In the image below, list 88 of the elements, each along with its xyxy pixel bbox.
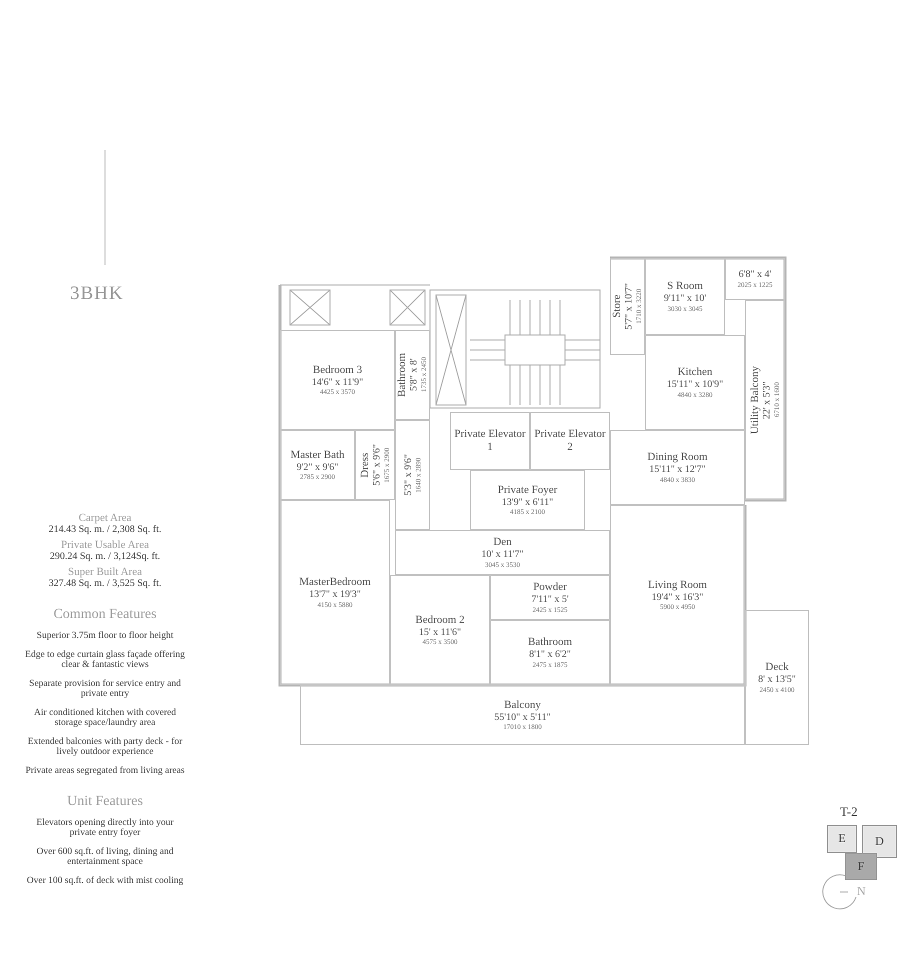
feature-text: Private areas segregated from living areas <box>24 766 186 776</box>
feature-text: Elevators opening directly into your private entry foyer <box>35 818 175 838</box>
room-dimension: 5'3" x 9'6" <box>402 454 414 496</box>
room-area <box>530 412 610 470</box>
block-letter: E <box>838 832 846 846</box>
room-area <box>450 412 530 470</box>
room-dimension: 7'11" x 5' <box>531 594 569 606</box>
room-name: Utility Balcony <box>748 366 762 434</box>
feature-text: Over 600 sq.ft. of living, dining and entertainment space <box>36 847 174 867</box>
room-dimension: 19'4" x 16'3" <box>652 592 704 604</box>
room-name: Kitchen <box>678 366 712 380</box>
area-label: Super Built Area <box>67 566 143 578</box>
area-value: 290.24 Sq. m. / 3,124Sq. ft. <box>48 551 162 562</box>
section-heading: Unit Features <box>66 794 144 810</box>
room-name: Living Room <box>648 578 707 592</box>
room-area <box>645 335 745 430</box>
room-dimension: 13'7" x 19'3" <box>309 589 361 601</box>
feature-text: Edge to edge curtain glass façade offering clear & fantastic views <box>24 650 186 670</box>
room-name: Powder <box>533 581 567 594</box>
room-name: Balcony <box>504 698 541 712</box>
room-name: Private Foyer <box>498 484 558 497</box>
section-heading: Common Features <box>52 607 158 623</box>
room-area <box>490 620 610 685</box>
room-name: Deck <box>765 661 789 674</box>
room-dimension: 15'11" x 12'7" <box>649 464 706 476</box>
room-area <box>395 530 610 575</box>
room-dimension: 15'11" x 10'9" <box>666 379 724 391</box>
key-plan-block <box>862 825 897 858</box>
north-label: N <box>857 884 866 899</box>
feature-text: Over 100 sq.ft. of deck with mist cooling <box>26 876 184 886</box>
room-dimension: 5'8" x 8' <box>409 358 421 392</box>
room-area <box>645 258 725 335</box>
room-dimension: 22' x 5'3" <box>762 381 774 419</box>
room-name: Bathroom <box>528 636 572 650</box>
room-area <box>725 258 785 300</box>
room-area <box>280 430 355 500</box>
room-dimension: 14'6" x 11'9" <box>312 376 364 388</box>
feature-text: Separate provision for service entry and private entry <box>28 679 182 699</box>
room-name: Store <box>611 294 624 318</box>
room-dimension: 10' x 11'7" <box>481 549 524 561</box>
room-area <box>610 258 645 355</box>
room-name: Dress <box>358 452 372 478</box>
room-area <box>610 430 745 505</box>
room-area <box>470 470 585 530</box>
room-name: Dining Room <box>647 451 708 464</box>
room-area <box>355 430 395 500</box>
room-area <box>610 505 745 685</box>
room-dimension: 15' x 11'6" <box>418 626 462 638</box>
room-name: Bedroom 3 <box>312 364 362 377</box>
room-name: Bathroom <box>396 353 410 397</box>
room-dimension: 8'1" x 6'2" <box>529 649 571 661</box>
room-area <box>280 330 395 430</box>
room-name: Private Elevator 1 <box>454 428 526 454</box>
room-dimension: 6'8" x 4' <box>738 269 772 281</box>
room-dimension: 8' x 13'5" <box>758 674 796 686</box>
room-area <box>395 420 430 530</box>
room-dimension: 9'2" x 9'6" <box>296 462 338 474</box>
room-area <box>745 610 809 745</box>
room-area <box>745 300 785 500</box>
block-letter: F <box>858 860 864 874</box>
room-dimension: 13'9" x 6'11" <box>502 496 554 508</box>
area-label: Carpet Area <box>78 512 132 524</box>
feature-text: Superior 3.75m floor to floor height <box>36 631 174 641</box>
room-name: Master Bath <box>290 448 345 462</box>
room-dimension: 55'10" x 5'11" <box>494 712 551 724</box>
room-area <box>490 575 610 620</box>
area-value: 214.43 Sq. m. / 2,308 Sq. ft. <box>48 524 162 535</box>
tower-label: T-2 <box>840 804 858 820</box>
area-label: Private Usable Area <box>60 539 150 551</box>
area-value: 327.48 Sq. m. / 3,525 Sq. ft. <box>48 578 162 589</box>
key-plan-block <box>845 853 877 880</box>
block-letter: D <box>875 834 884 848</box>
key-plan-block <box>827 825 857 853</box>
room-area <box>395 330 430 420</box>
room-name: Bedroom 2 <box>415 614 465 627</box>
room-dimension: 5'7" x 10'7" <box>624 283 636 330</box>
feature-text: Extended balconies with party deck - for lively outdoor experience <box>26 737 184 757</box>
room-dimension: 5'6" x 9'6" <box>372 444 384 486</box>
room-name: Den <box>493 536 512 550</box>
room-area <box>280 500 390 685</box>
room-name: MasterBedroom <box>299 576 371 590</box>
room-name: S Room <box>667 280 703 294</box>
room-dimension: 9'11" x 10' <box>664 293 706 305</box>
feature-text: Air conditioned kitchen with covered storage space/laundry area <box>33 708 177 728</box>
unit-type-heading: 3BHK <box>70 283 124 305</box>
room-area <box>390 575 490 685</box>
room-name: Private Elevator 2 <box>534 428 606 454</box>
room-area <box>300 685 745 745</box>
